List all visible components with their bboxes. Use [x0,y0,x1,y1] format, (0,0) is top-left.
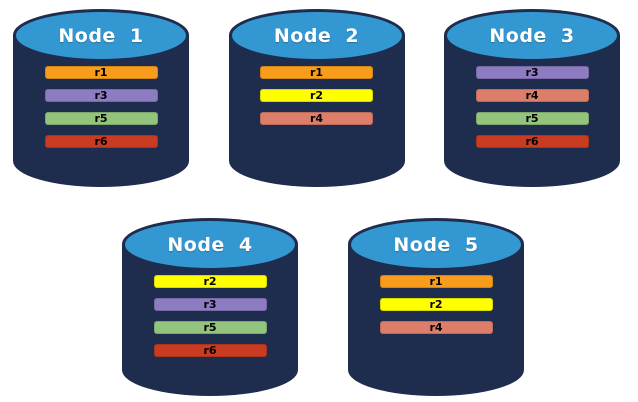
db-node-title: Node 4 [167,233,253,256]
record-label: r4 [525,89,539,102]
db-node-cylinder: Node 3 r3 r4 r5 r6 [444,9,620,187]
record-label: r2 [309,89,324,102]
record-label: r1 [429,275,443,288]
record-bar-r2: r2 [260,89,373,102]
record-label: r3 [525,66,539,79]
record-bar-r2: r2 [379,298,493,311]
record-list: r1 r2 r4 [348,275,524,334]
db-node-cap: Node 2 [231,12,402,59]
record-bar-r2: r2 [153,275,267,288]
record-bar-r1: r1 [379,275,493,288]
record-label: r1 [309,66,324,79]
record-bar-r3: r3 [475,66,589,79]
record-label: r5 [525,112,539,125]
db-node-title: Node 3 [489,24,575,47]
db-node-cap: Node 3 [447,12,617,59]
record-label: r5 [203,321,217,334]
record-label: r2 [203,275,217,288]
record-bar-r4: r4 [475,89,589,102]
record-bar-r6: r6 [475,135,589,148]
db-node-cap: Node 1 [16,12,186,59]
db-node-cylinder: Node 5 r1 r2 r4 [348,218,524,396]
record-label: r6 [525,135,539,148]
record-label: r1 [94,66,108,79]
db-node-cylinder: Node 1 r1 r3 r5 r6 [13,9,189,187]
node-row-1: Node 1 r1 r3 r5 r6 Node 2 r1 r2 r4 Node 3 r3 r4 r5 r6 [13,9,620,187]
record-label: r4 [429,321,443,334]
record-label: r3 [94,89,108,102]
record-list: r1 r3 r5 r6 [13,66,189,148]
record-bar-r4: r4 [260,112,373,125]
record-label: r5 [94,112,108,125]
record-list: r3 r4 r5 r6 [444,66,620,148]
record-bar-r6: r6 [44,135,158,148]
db-node-title: Node 1 [58,24,144,47]
record-list: r2 r3 r5 r6 [122,275,298,357]
db-node-cap: Node 4 [125,221,295,268]
record-label: r3 [203,298,217,311]
record-bar-r6: r6 [153,344,267,357]
record-list: r1 r2 r4 [229,66,405,125]
db-node-cylinder: Node 4 r2 r3 r5 r6 [122,218,298,396]
record-bar-r3: r3 [153,298,267,311]
record-label: r6 [203,344,217,357]
db-node-cap: Node 5 [351,221,521,268]
record-label: r2 [429,298,443,311]
record-bar-r5: r5 [153,321,267,334]
node-row-2: Node 4 r2 r3 r5 r6 Node 5 r1 r2 r4 [122,218,524,396]
db-node-title: Node 5 [393,233,479,256]
record-bar-r3: r3 [44,89,158,102]
record-label: r6 [94,135,108,148]
record-bar-r5: r5 [475,112,589,125]
record-bar-r4: r4 [379,321,493,334]
db-node-title: Node 2 [273,24,360,47]
record-bar-r1: r1 [260,66,373,79]
record-bar-r5: r5 [44,112,158,125]
record-label: r4 [309,112,324,125]
db-node-cylinder: Node 2 r1 r2 r4 [228,9,405,187]
record-bar-r1: r1 [44,66,158,79]
